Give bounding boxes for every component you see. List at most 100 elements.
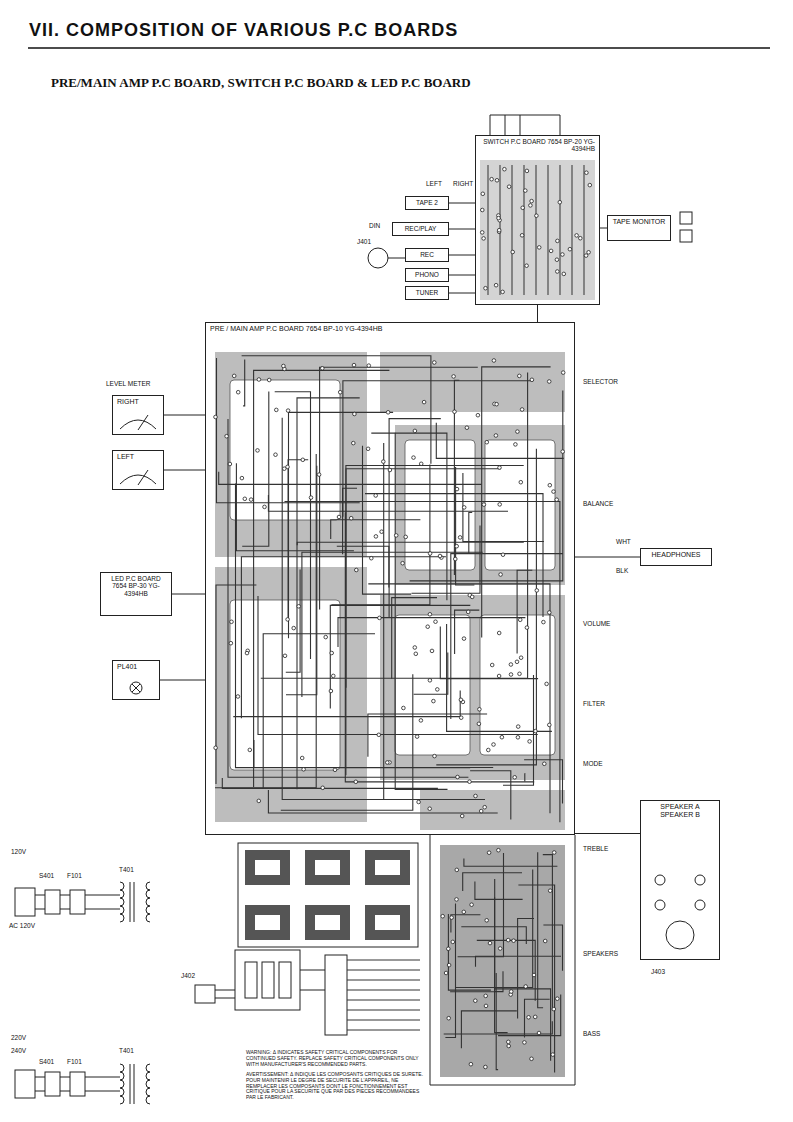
board-box: TAPE MONITOR — [607, 215, 671, 241]
solder-pad — [498, 503, 502, 507]
solder-pad — [447, 963, 451, 967]
wire-connector — [449, 293, 475, 294]
solder-pad — [484, 286, 488, 290]
copper-area — [380, 595, 565, 780]
solder-pad — [232, 374, 236, 378]
solder-pad — [459, 698, 463, 702]
solder-pad — [432, 699, 436, 703]
solder-pad — [528, 740, 532, 744]
solder-pad — [229, 641, 233, 645]
solder-pad — [497, 674, 501, 678]
node-text: TAPE 2 — [416, 199, 438, 206]
solder-pad — [533, 1015, 537, 1019]
solder-pad — [499, 573, 503, 577]
solder-pad — [568, 247, 572, 251]
solder-pad — [236, 695, 240, 699]
solder-pad — [413, 646, 417, 650]
solder-pad — [507, 1040, 511, 1044]
solder-pad — [330, 651, 334, 655]
meter-needle — [138, 415, 148, 430]
solder-pad — [520, 408, 524, 412]
solder-pad — [500, 735, 504, 739]
solder-pad — [523, 1041, 527, 1045]
node-label: REC/PLAY — [396, 225, 445, 232]
power-transistor-hole — [375, 915, 400, 930]
copper-trace — [216, 585, 256, 784]
solder-pad — [548, 611, 552, 615]
node-label: TAPE MONITOR — [611, 218, 667, 226]
solder-pad — [543, 762, 547, 766]
solder-pad — [337, 515, 341, 519]
copper-trace — [302, 552, 483, 697]
power-transistor-pad — [245, 850, 290, 885]
solder-pad — [422, 400, 426, 404]
copper-area — [380, 352, 565, 412]
solder-pad — [548, 723, 552, 727]
solder-pad — [468, 780, 472, 784]
copper-trace — [389, 419, 441, 617]
solder-pad — [552, 490, 556, 494]
solder-pad — [388, 468, 392, 472]
solder-pad — [283, 467, 287, 471]
part-label: 220V — [10, 1034, 27, 1041]
copper-trace — [392, 598, 437, 679]
solder-pad — [300, 756, 304, 760]
node-label: REC — [409, 251, 445, 258]
copper-trace — [436, 423, 563, 459]
solder-pad — [516, 725, 520, 729]
wire-connector — [160, 680, 205, 681]
part-label: S401 — [38, 872, 55, 879]
copper-trace — [297, 398, 360, 789]
copper-trace — [261, 372, 528, 678]
solder-pad — [484, 1004, 488, 1008]
part-label: 240V — [10, 1047, 27, 1054]
copper-trace — [469, 513, 472, 554]
solder-pad — [483, 805, 487, 809]
solder-pad — [514, 443, 518, 447]
solder-pad — [332, 674, 336, 678]
copper-trace — [524, 774, 525, 782]
part-label: FILTER — [582, 700, 606, 707]
ac-plug-symbol — [195, 985, 215, 1003]
solder-pad — [354, 780, 358, 784]
solder-pad — [529, 204, 533, 208]
part-label: AVERTISSEMENT: Δ INDIQUE LES COMPOSANTS … — [245, 1072, 427, 1101]
wire-connector — [575, 833, 640, 834]
board-box: RIGHT — [112, 395, 164, 435]
transformer-secondary — [146, 882, 150, 922]
switch-symbol — [45, 890, 60, 914]
solder-pad — [275, 408, 279, 412]
solder-pad — [462, 910, 466, 914]
solder-pad — [492, 359, 496, 363]
solder-pad — [551, 1053, 555, 1057]
solder-pad — [479, 809, 483, 813]
terminal-strip — [325, 955, 347, 1035]
solder-pad — [382, 460, 386, 464]
solder-pad — [543, 939, 547, 943]
copper-trace — [371, 433, 447, 600]
solder-pad — [236, 390, 240, 394]
copper-trace — [343, 488, 357, 554]
solder-pad — [485, 919, 489, 923]
copper-trace — [476, 956, 562, 966]
solder-pad — [525, 169, 529, 173]
solder-pad — [519, 656, 523, 660]
solder-pad — [534, 729, 538, 733]
node-label: LEFT — [116, 453, 160, 461]
solder-pad — [530, 199, 534, 203]
solder-pad — [413, 429, 417, 433]
solder-pad — [512, 939, 516, 943]
copper-trace — [463, 473, 544, 542]
solder-pad — [283, 654, 287, 658]
copper-trace — [461, 1011, 516, 1048]
push-button — [680, 212, 692, 224]
node-label: PL401 — [116, 663, 156, 671]
solder-pad — [459, 716, 463, 720]
solder-pad — [434, 620, 438, 624]
copper-trace — [560, 165, 561, 295]
solder-pad — [490, 663, 494, 667]
solder-pad — [561, 253, 565, 257]
transformer-core — [134, 1064, 135, 1104]
solder-pad — [466, 610, 470, 614]
solder-pad — [428, 613, 432, 617]
